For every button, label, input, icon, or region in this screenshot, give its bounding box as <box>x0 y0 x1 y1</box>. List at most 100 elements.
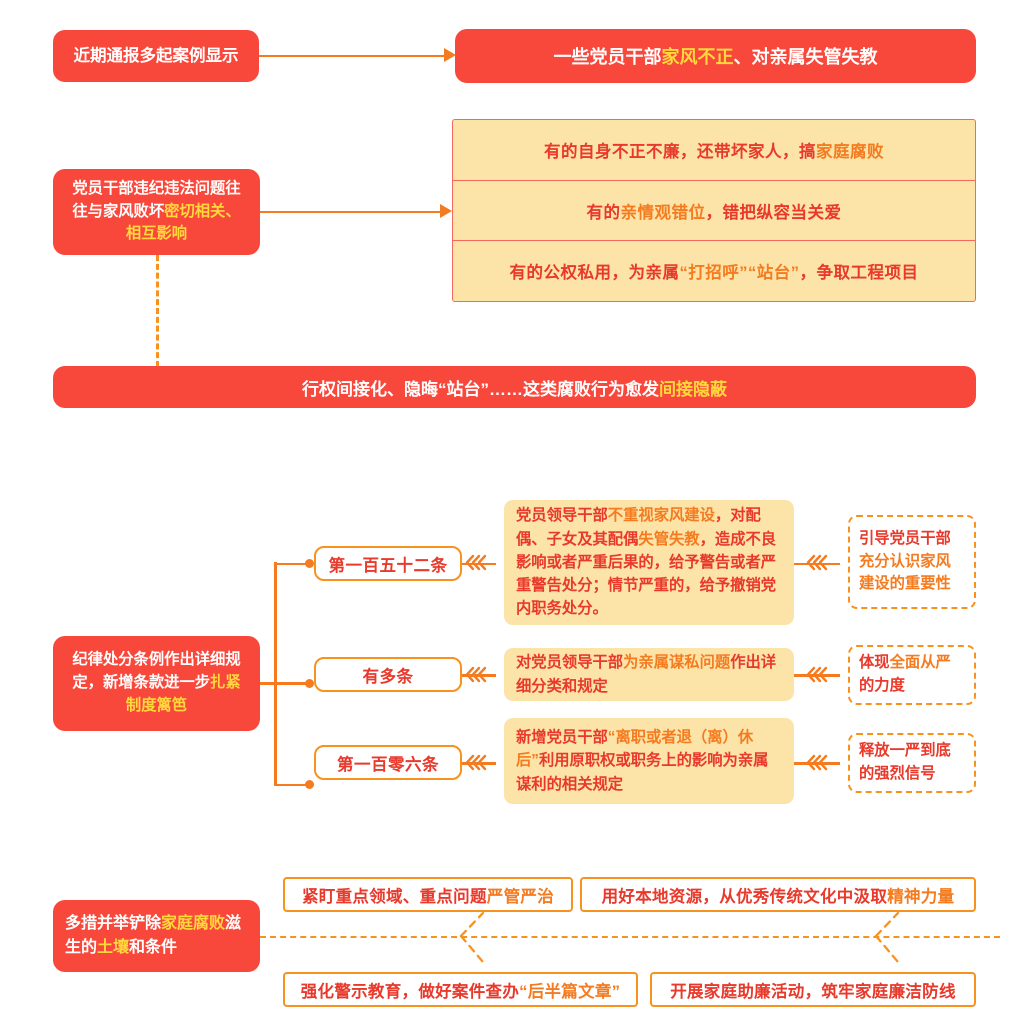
example-row: 有的亲情观错位，错把纵容当关爱 <box>453 179 975 241</box>
detail-0-seg-4: ，造成不良影响或者严重后果的，给予警告或者严重警告处分；情节严重的，给予撤销党内… <box>516 530 777 618</box>
bracket-dot-top <box>305 559 314 568</box>
article-pill: 第一百五十二条 <box>314 546 462 581</box>
chevron-left-icon <box>465 754 487 770</box>
measure-card: 用好本地资源，从优秀传统文化中汲取精神力量 <box>580 877 976 912</box>
measures-anchor-p1: 多措并举铲除 <box>65 915 162 932</box>
measures-spine <box>260 936 1000 938</box>
article-0-label: 第一百五十二条 <box>328 556 448 575</box>
examples-table: 有的自身不正不廉，还带坏家人，搞家庭腐败 有的亲情观错位，错把纵容当关爱 有的公… <box>452 119 976 302</box>
chevron-left-icon <box>465 666 487 682</box>
detail-2-seg-0: 新增党员干部 <box>516 729 608 747</box>
measures-branches <box>459 911 900 964</box>
chevron-left-icon <box>806 666 828 682</box>
regulation-detail-2-text: 新增党员干部“离职或者退（离）休后”利用原职权或职务上的影响为亲属谋利的相关规定 <box>516 726 782 796</box>
regulation-anchor-pre: 纪律处分条例作出详细规定，新增条款进一步 <box>72 651 241 692</box>
headline-highlight: 家风不正 <box>661 47 734 67</box>
connector-outcome-0 <box>794 562 840 565</box>
regulation-outcome-card: 体现全面从严的力度 <box>848 645 976 705</box>
outcome-1-seg-0: 体现 <box>859 654 890 672</box>
measure-card: 强化警示教育，做好案件查办“后半篇文章” <box>283 972 638 1007</box>
chevron-left-icon <box>806 754 828 770</box>
measure-0-pre: 紧盯重点领域、重点问题 <box>301 887 487 906</box>
source-box: 近期通报多起案例显示 <box>53 30 259 82</box>
example-2-highlight: “打招呼”“站台” <box>679 264 800 283</box>
example-2-pre: 有的公权私用，为亲属 <box>509 264 680 283</box>
article-pill: 第一百零六条 <box>314 745 462 780</box>
measures-anchor-h2: 土壤 <box>97 939 130 956</box>
example-row: 有的自身不正不廉，还带坏家人，搞家庭腐败 <box>453 120 975 180</box>
arrowhead-cause-to-examples <box>440 204 452 218</box>
measure-2-highlight: “后半篇文章” <box>519 982 621 1001</box>
bracket-branch-top <box>274 562 310 565</box>
measure-card: 紧盯重点领域、重点问题严管严治 <box>283 877 573 912</box>
regulation-anchor-box: 纪律处分条例作出详细规定，新增条款进一步扎紧制度篱笆 <box>53 636 260 731</box>
headline-post: 、对亲属失管失教 <box>733 47 878 67</box>
chevron-left-icon <box>465 554 487 571</box>
measure-2-pre: 强化警示教育，做好案件查办 <box>300 982 520 1001</box>
detail-0-seg-2: ，对配偶、子女及其配偶 <box>516 507 761 548</box>
example-0-pre: 有的自身不正不廉，还带坏家人，搞 <box>544 142 816 161</box>
bracket-corner-bottom <box>274 762 277 784</box>
detail-0-seg-1: 不重视家风建设 <box>607 507 715 525</box>
measure-3-pre: 开展家庭助廉活动，筑牢家庭廉洁防线 <box>670 982 956 1001</box>
connector-outcome-2 <box>794 762 840 765</box>
regulation-outcome-card: 引导党员干部充分认识家风建设的重要性 <box>848 515 976 609</box>
regulation-detail-0-text: 党员领导干部不重视家风建设，对配偶、子女及其配偶失管失教，造成不良影响或者严重后… <box>516 504 782 620</box>
detail-0-seg-3: 失管失教 <box>638 530 700 548</box>
article-pill: 有多条 <box>314 657 462 692</box>
measures-anchor-p2: 滋生的 <box>65 915 242 956</box>
regulation-detail-card: 党员领导干部不重视家风建设，对配偶、子女及其配偶失管失教，造成不良影响或者严重后… <box>504 500 794 625</box>
outcome-2-seg-0: 释放一严到底 <box>859 742 951 760</box>
bracket-spine <box>274 577 277 785</box>
article-2-label: 第一百零六条 <box>337 755 439 774</box>
arrowhead-source-to-headline <box>444 48 456 62</box>
regulation-outcome-2-text: 释放一严到底的强烈信号 <box>859 740 965 786</box>
connector-source-to-headline <box>259 54 451 57</box>
example-0-highlight: 家庭腐败 <box>816 142 884 161</box>
cause-box: 党员干部违纪违法问题往往与家风败坏密切相关、相互影响 <box>53 169 260 255</box>
source-box-label: 近期通报多起案例显示 <box>73 46 239 65</box>
headline-pre: 一些党员干部 <box>553 47 662 67</box>
regulation-outcome-card: 释放一严到底的强烈信号 <box>848 733 976 793</box>
outcome-0-seg-1: 充分认识家风 <box>859 552 951 570</box>
detail-0-seg-0: 党员领导干部 <box>516 507 608 525</box>
regulation-detail-1-text: 对党员领导干部为亲属谋私问题作出详细分类和规定 <box>516 651 782 698</box>
bracket-dot-mid <box>305 678 314 688</box>
detail-1-seg-2: 作出详细分类和规定 <box>516 654 777 695</box>
headline-banner: 一些党员干部家风不正、对亲属失管失教 <box>455 29 976 83</box>
detail-2-seg-1: “离职或者退（离）休后” <box>516 729 754 770</box>
cause-box-pre: 党员干部违纪违法问题往往与家风败坏 <box>72 179 241 220</box>
measures-anchor-p3: 和条件 <box>129 939 178 956</box>
bracket-dot-bottom <box>305 780 314 789</box>
bracket-branch-mid <box>274 682 310 685</box>
example-1-pre: 有的 <box>586 203 621 222</box>
bracket-corner-top <box>274 562 277 584</box>
detail-2-seg-2: 利用原职权或职务上的影响为亲属谋利的相关规定 <box>516 752 769 793</box>
regulation-detail-card: 对党员领导干部为亲属谋私问题作出详细分类和规定 <box>504 648 794 701</box>
outcome-1-seg-2: 的力度 <box>859 677 905 694</box>
regulation-outcome-1-text: 体现全面从严的力度 <box>859 652 965 698</box>
detail-1-seg-1: 为亲属谋私问题 <box>623 654 731 672</box>
measures-anchor-h1: 家庭腐败 <box>161 915 226 932</box>
connector-outcome-1 <box>794 674 840 677</box>
connector-cause-to-banner <box>156 255 159 367</box>
example-row: 有的公权私用，为亲属“打招呼”“站台”，争取工程项目 <box>453 240 975 301</box>
banner-pre: 行权间接化、隐晦“站台”……这类腐败行为愈发 <box>302 379 659 399</box>
detail-1-seg-0: 对党员领导干部 <box>516 654 624 672</box>
example-1-post: ，错把纵容当关爱 <box>705 203 842 222</box>
measures-anchor-box: 多措并举铲除家庭腐败滋生的土壤和条件 <box>53 900 260 972</box>
outcome-0-seg-0: 引导党员干部 <box>859 529 951 547</box>
measure-1-highlight: 精神力量 <box>887 887 955 906</box>
bracket-branch-bottom <box>274 783 310 786</box>
cause-box-highlight: 密切相关、相互影响 <box>125 202 241 243</box>
example-2-post: ，争取工程项目 <box>799 264 919 283</box>
regulation-detail-card: 新增党员干部“离职或者退（离）休后”利用原职权或职务上的影响为亲属谋利的相关规定 <box>504 718 794 804</box>
chevron-left-icon <box>806 554 828 571</box>
outcome-2-seg-1: 的强烈信号 <box>859 765 936 782</box>
outcome-1-seg-1: 全面从严 <box>889 654 951 672</box>
measure-0-highlight: 严管严治 <box>486 887 554 906</box>
banner-highlight: 间接隐蔽 <box>659 379 727 399</box>
regulation-outcome-0-text: 引导党员干部充分认识家风建设的重要性 <box>859 528 965 597</box>
indirect-corruption-banner: 行权间接化、隐晦“站台”……这类腐败行为愈发间接隐蔽 <box>53 366 976 408</box>
